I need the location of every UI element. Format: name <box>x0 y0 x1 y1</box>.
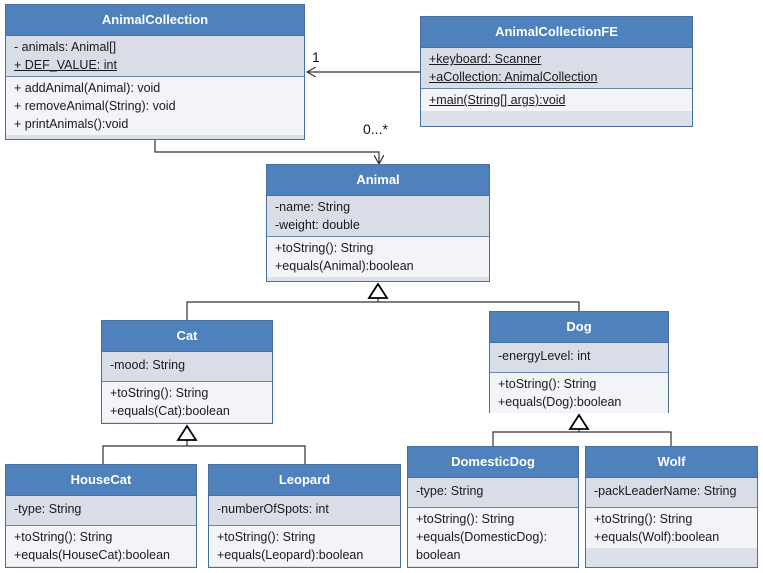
attribute: -packLeaderName: String <box>594 484 737 498</box>
generalization-wolf-dog <box>579 431 672 446</box>
class-leopard: Leopard -numberOfSpots: int +toString():… <box>208 464 401 568</box>
multiplicity-zero-many: 0...* <box>363 121 388 137</box>
operation: +equals(Dog):boolean <box>498 395 622 409</box>
static-operation: +main(String[] args):void <box>429 93 566 107</box>
operation: +toString(): String <box>416 512 515 526</box>
attribute: -energyLevel: int <box>498 349 591 363</box>
class-cat: Cat -mood: String +toString(): String +e… <box>101 320 273 424</box>
operation: +toString(): String <box>14 530 113 544</box>
class-name: Leopard <box>209 465 400 496</box>
operations-section: +toString(): String +equals(Leopard):boo… <box>209 526 400 566</box>
class-name: Wolf <box>586 447 757 478</box>
operation: +toString(): String <box>275 241 374 255</box>
generalization-cat-animal <box>186 301 378 320</box>
operation: +equals(Animal):boolean <box>275 259 414 273</box>
class-name: AnimalCollectionFE <box>421 17 692 48</box>
operation: +equals(HouseCat):boolean <box>14 548 171 562</box>
operation: boolean <box>416 548 461 562</box>
operation: + printAnimals():void <box>14 117 129 131</box>
operation: +toString(): String <box>498 377 597 391</box>
operations-section: +main(String[] args):void <box>421 89 692 111</box>
association-collection-animal <box>154 140 379 164</box>
class-wolf: Wolf -packLeaderName: String +toString()… <box>585 446 758 568</box>
operations-section: +toString(): String +equals(HouseCat):bo… <box>6 526 196 566</box>
class-name: AnimalCollection <box>6 5 304 36</box>
multiplicity-one: 1 <box>312 49 320 65</box>
attribute: -mood: String <box>110 358 186 372</box>
class-animal: Animal -name: String -weight: double +to… <box>266 164 490 282</box>
inheritance-triangle-animal <box>367 282 389 299</box>
attributes-section: - animals: Animal[] + DEF_VALUE: int <box>6 36 304 77</box>
operation: +toString(): String <box>594 512 693 526</box>
operation: +toString(): String <box>110 386 209 400</box>
attribute: - animals: Animal[] <box>14 40 117 54</box>
operations-section: + addAnimal(Animal): void + removeAnimal… <box>6 77 304 135</box>
attribute: -type: String <box>416 484 484 498</box>
generalization-domesticdog-dog <box>492 431 579 446</box>
operation: +equals(DomesticDog): <box>416 530 547 544</box>
operation: + removeAnimal(String): void <box>14 99 176 113</box>
attributes-section: -type: String <box>408 478 578 508</box>
operations-section: +toString(): String +equals(Wolf):boolea… <box>586 508 757 548</box>
attribute: -name: String <box>275 200 351 214</box>
class-name: Cat <box>102 321 272 352</box>
attributes-section: +keyboard: Scanner +aCollection: AnimalC… <box>421 48 692 89</box>
class-animal-collection-fe: AnimalCollectionFE +keyboard: Scanner +a… <box>420 16 693 127</box>
operation: +equals(Cat):boolean <box>110 404 230 418</box>
attributes-section: -packLeaderName: String <box>586 478 757 508</box>
class-name: DomesticDog <box>408 447 578 478</box>
attributes-section: -type: String <box>6 496 196 526</box>
class-housecat: HouseCat -type: String +toString(): Stri… <box>5 464 197 568</box>
attributes-section: -name: String -weight: double <box>267 196 489 237</box>
attributes-section: -mood: String <box>102 352 272 382</box>
inheritance-triangle-dog <box>568 413 590 430</box>
operation: + addAnimal(Animal): void <box>14 81 161 95</box>
attribute: -weight: double <box>275 218 360 232</box>
attribute: -type: String <box>14 502 82 516</box>
operation: +equals(Wolf):boolean <box>594 530 720 544</box>
class-domesticdog: DomesticDog -type: String +toString(): S… <box>407 446 579 568</box>
attribute: -numberOfSpots: int <box>217 502 329 516</box>
generalization-leopard-cat <box>187 445 306 464</box>
operations-section: +toString(): String +equals(Cat):boolean <box>102 382 272 422</box>
static-attribute: +keyboard: Scanner <box>429 52 542 66</box>
class-dog: Dog -energyLevel: int +toString(): Strin… <box>489 311 669 413</box>
class-animal-collection: AnimalCollection - animals: Animal[] + D… <box>5 4 305 140</box>
static-attribute: + DEF_VALUE: int <box>14 58 117 72</box>
operation: +equals(Leopard):boolean <box>217 548 364 562</box>
generalization-dog-animal <box>378 301 580 311</box>
class-name: HouseCat <box>6 465 196 496</box>
operation: +toString(): String <box>217 530 316 544</box>
operations-section: +toString(): String +equals(Animal):bool… <box>267 237 489 277</box>
generalization-housecat-cat <box>102 445 187 464</box>
attributes-section: -energyLevel: int <box>490 343 668 373</box>
class-name: Animal <box>267 165 489 196</box>
inheritance-triangle-cat <box>176 424 198 441</box>
class-name: Dog <box>490 312 668 343</box>
operations-section: +toString(): String +equals(Dog):boolean <box>490 373 668 413</box>
static-attribute: +aCollection: AnimalCollection <box>429 70 598 84</box>
operations-section: +toString(): String +equals(DomesticDog)… <box>408 508 578 566</box>
attributes-section: -numberOfSpots: int <box>209 496 400 526</box>
